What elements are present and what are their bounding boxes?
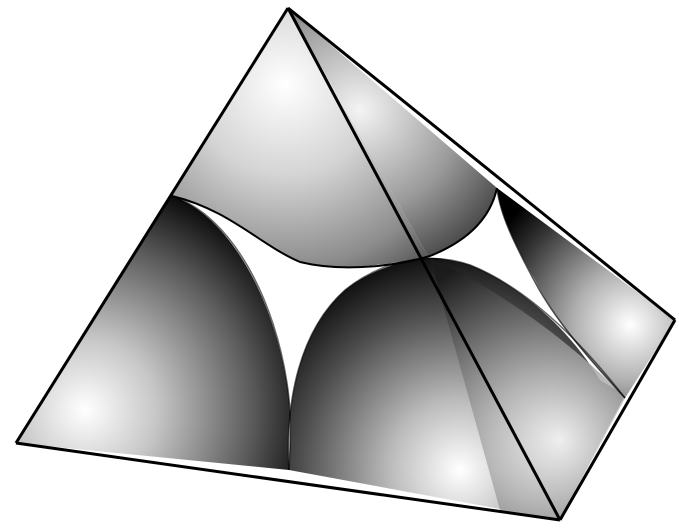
tetrahedron-figure bbox=[0, 0, 679, 530]
tetrahedron-svg bbox=[0, 0, 679, 530]
